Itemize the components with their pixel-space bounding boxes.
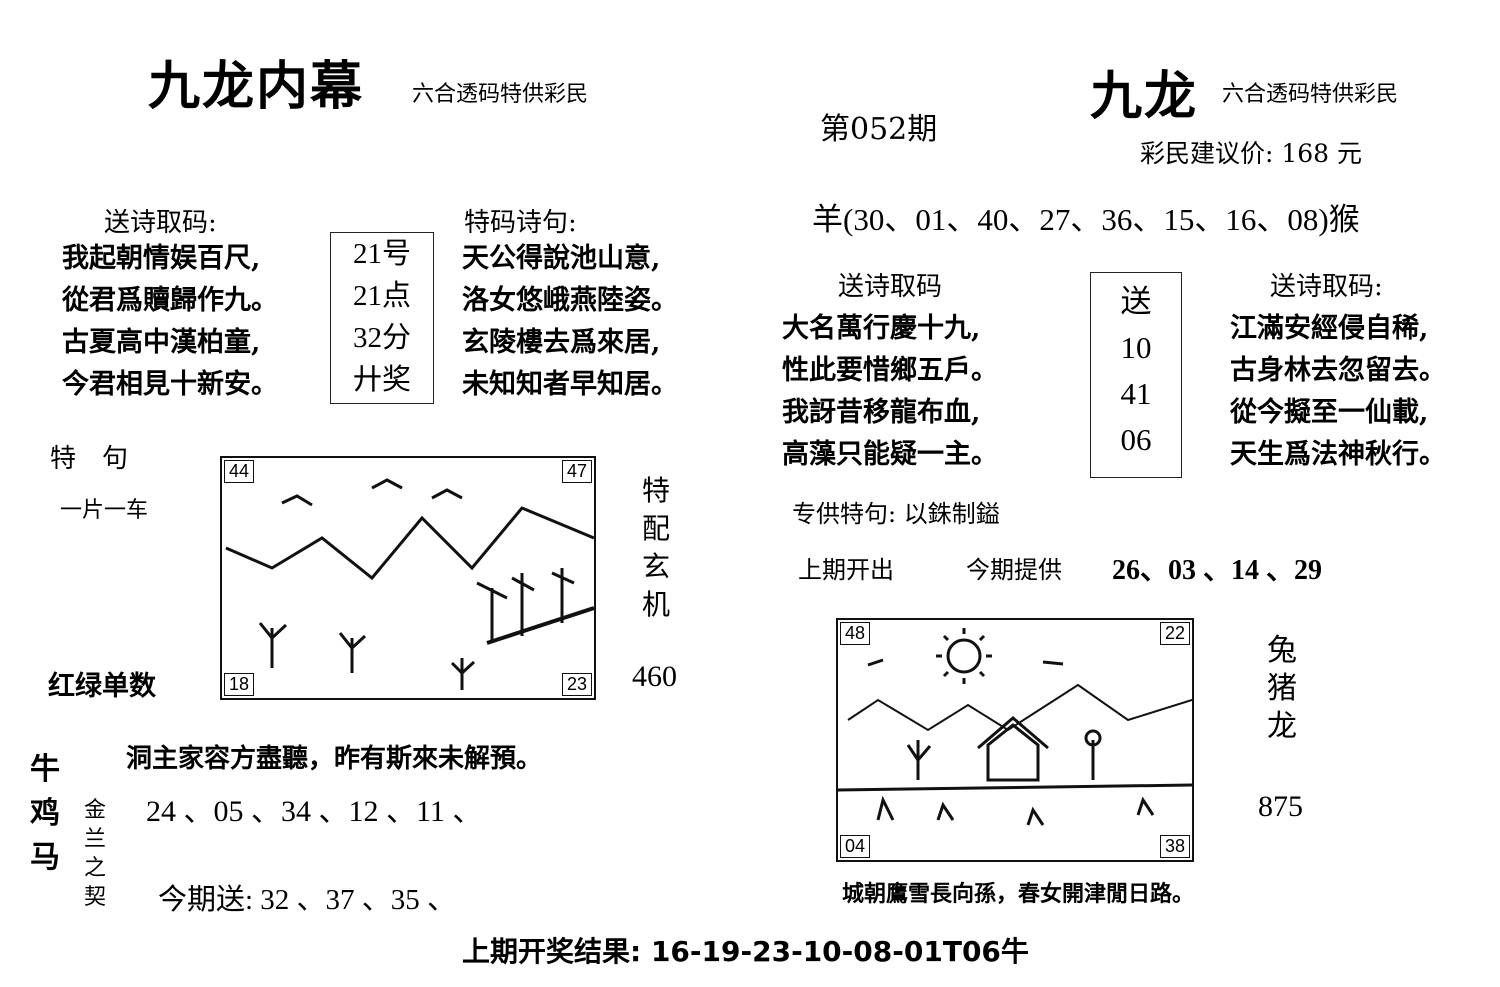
poem-line: 古身林去忽留去。 — [1230, 355, 1446, 386]
left-title: 九龙内幕 — [148, 56, 365, 117]
poem-line: 未知知者早知居。 — [462, 369, 678, 400]
corner-number: 04 — [840, 835, 871, 858]
box-line: 21点 — [352, 280, 411, 312]
vertical-char: 配 — [641, 512, 670, 545]
poem-line: 洛女悠峨燕陸姿。 — [462, 285, 678, 316]
poem-line: 性此要惜鄉五戶。 — [782, 355, 998, 386]
corner-number: 18 — [224, 673, 255, 696]
te-ju-label: 特 句 — [50, 444, 129, 474]
house-landscape-drawing-icon — [838, 628, 1192, 826]
jin-qi-numbers: 26、03 、14 、29 — [1112, 555, 1323, 586]
poem-line: 大名萬行慶十九, — [782, 313, 981, 344]
right-poem-heading-1: 送诗取码 — [838, 272, 943, 302]
corner-number: 23 — [561, 673, 592, 696]
cave-poem: 洞主家容方盡聽，昨有斯來未解預。 — [126, 744, 543, 774]
box-line: 21号 — [352, 238, 411, 270]
zodiac-vertical-right: 兔 猪 龙 — [1262, 632, 1302, 746]
corner-number: 48 — [840, 622, 871, 645]
yang-line: 羊(30、01、40、27、36、15、16、08)猴 — [812, 202, 1360, 237]
zodiac-char: 鸡 — [30, 796, 60, 831]
period-label: 第052期 — [820, 112, 938, 147]
box-line: 32分 — [352, 322, 411, 354]
corner-number: 47 — [561, 460, 592, 483]
corner-number: 22 — [1159, 622, 1190, 645]
numbers-row: 24 、05 、34 、12 、11 、 — [146, 795, 483, 828]
right-subtitle: 六合透码特供彩民 — [1222, 82, 1399, 107]
special-heading: 特码诗句: — [464, 208, 577, 238]
number-460: 460 — [632, 660, 677, 693]
zhuan-gong: 专供特句: 以銖制鎰 — [792, 500, 1000, 528]
number-875: 875 — [1258, 790, 1303, 823]
right-bottom-poem: 城朝鷹雪長向孫，春女開津閒日路。 — [842, 881, 1195, 907]
poem-line: 天生爲法神秋行。 — [1230, 439, 1446, 470]
zodiac-char: 兔 — [1267, 633, 1297, 668]
jinlan-char: 之 — [84, 856, 107, 881]
zodiac-vertical-left: 牛 鸡 马 — [30, 748, 60, 880]
landscape-drawing-icon — [225, 478, 594, 690]
left-subtitle: 六合透码特供彩民 — [412, 82, 589, 107]
special-poem: 天公得說池山意, 洛女悠峨燕陸姿。 玄陵樓去爲來居, 未知知者早知居。 — [462, 238, 678, 406]
price-label: 彩民建议价: 168 元 — [1140, 139, 1363, 168]
left-poem: 我起朝情娱百尺, 從君爲贖歸作九。 古夏高中漢柏童, 今君相見十新安。 — [62, 238, 278, 406]
send-line: 10 — [1120, 330, 1152, 365]
send-line: 41 — [1120, 376, 1152, 411]
vertical-special: 特 配 玄 机 — [636, 472, 676, 624]
poem-line: 玄陵樓去爲來居, — [462, 327, 661, 358]
send-box: 送 10 41 06 — [1090, 272, 1182, 478]
landscape-picture-right: 48 22 04 38 — [836, 618, 1194, 862]
zodiac-char: 猪 — [1267, 671, 1297, 706]
poem-line: 高藻只能疑一主。 — [782, 439, 998, 470]
left-poem-heading: 送诗取码: — [104, 208, 217, 238]
send-line: 06 — [1120, 422, 1152, 457]
box-line: 廾奖 — [352, 364, 411, 396]
poem-line: 天公得說池山意, — [462, 243, 661, 274]
hongly-label: 红绿单数 — [48, 671, 156, 702]
zodiac-char: 马 — [30, 840, 60, 875]
zodiac-char: 龙 — [1267, 709, 1297, 744]
right-title: 九龙 — [1090, 66, 1199, 127]
poem-line: 我訝昔移龍布血, — [782, 397, 981, 428]
vertical-char: 玄 — [641, 550, 670, 583]
vertical-char: 特 — [641, 474, 670, 507]
jinqi-song: 今期送: 32 、37 、35 、 — [158, 884, 457, 916]
poem-line: 今君相見十新安。 — [62, 369, 278, 400]
landscape-picture-left: 44 47 18 23 — [220, 456, 596, 700]
send-line: 送 — [1120, 284, 1152, 319]
zodiac-char: 牛 — [30, 752, 60, 787]
poem-line: 古夏高中漢柏童, — [62, 327, 261, 358]
corner-number: 44 — [224, 460, 255, 483]
jinlan-char: 兰 — [84, 827, 107, 852]
jinlan-char: 金 — [84, 798, 107, 823]
time-box: 21号 21点 32分 廾奖 — [330, 232, 434, 404]
poem-line: 江滿安經侵自稀, — [1230, 313, 1429, 344]
poem-line: 從今擬至一仙載, — [1230, 397, 1429, 428]
jinlan-vertical: 金 兰 之 契 — [84, 796, 106, 912]
right-poem-1: 大名萬行慶十九, 性此要惜鄉五戶。 我訝昔移龍布血, 高藻只能疑一主。 — [782, 308, 998, 476]
vertical-char: 机 — [641, 588, 670, 621]
poem-line: 我起朝情娱百尺, — [62, 243, 261, 274]
right-poem-heading-2: 送诗取码: — [1270, 272, 1383, 302]
poem-line: 從君爲贖歸作九。 — [62, 285, 278, 316]
shang-qi-label: 上期开出 — [798, 556, 894, 584]
jinlan-char: 契 — [84, 885, 107, 910]
corner-number: 38 — [1159, 835, 1190, 858]
right-poem-2: 江滿安經侵自稀, 古身林去忽留去。 從今擬至一仙載, 天生爲法神秋行。 — [1230, 308, 1446, 476]
yipian-label: 一片一车 — [60, 498, 149, 523]
last-draw-result: 上期开奖结果: 16-19-23-10-08-01T06牛 — [462, 935, 1029, 968]
jin-qi-label: 今期提供 — [966, 556, 1062, 584]
